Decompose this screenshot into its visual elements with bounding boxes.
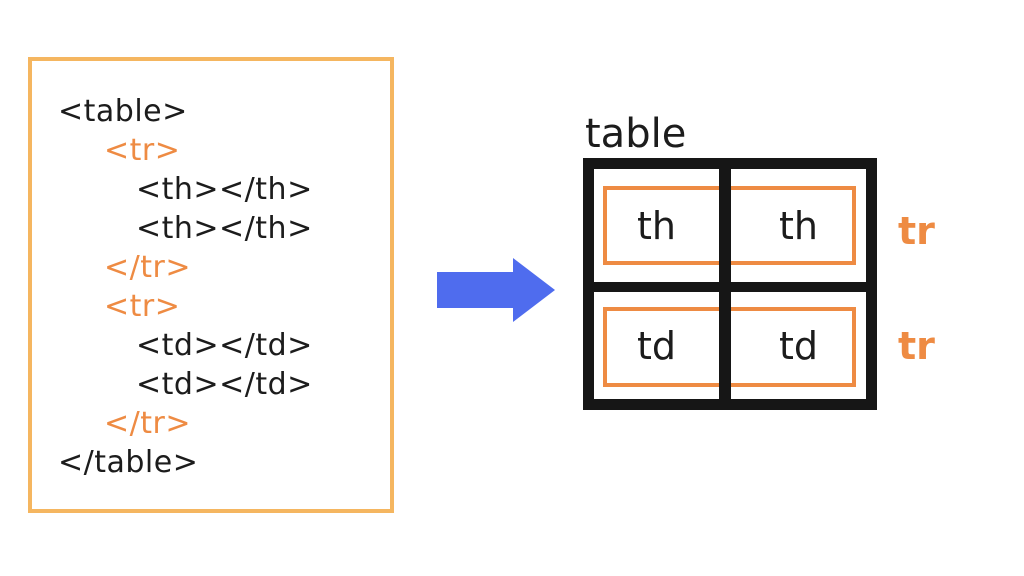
- row-label-tr-header: tr: [898, 209, 935, 253]
- row-label-tr-data: tr: [898, 324, 935, 368]
- code-line-tr-close-1: </tr>: [104, 250, 191, 285]
- right-arrow-icon: [437, 258, 555, 322]
- code-line-tr-close-2: </tr>: [104, 406, 191, 441]
- cell-th-left: th: [637, 203, 676, 248]
- table-label: table: [585, 111, 687, 157]
- code-line-tr-open-2: <tr>: [104, 289, 181, 324]
- code-line-td-1: <td></td>: [136, 328, 313, 363]
- code-line-th-1: <th></th>: [136, 172, 313, 207]
- code-line-table-open: <table>: [58, 94, 188, 129]
- cell-td-right: td: [778, 323, 819, 368]
- code-line-td-2: <td></td>: [136, 367, 313, 402]
- code-line-tr-open-1: <tr>: [104, 133, 181, 168]
- code-line-table-close: </table>: [58, 445, 199, 480]
- code-panel: <table> <tr> <th></th> <th></th> </tr> <…: [28, 57, 394, 513]
- code-line-th-2: <th></th>: [136, 211, 313, 246]
- table-visual: th th td td: [583, 158, 877, 410]
- cell-td-left: td: [636, 323, 677, 368]
- cell-th-right: th: [779, 203, 818, 248]
- row-divider: [583, 282, 877, 292]
